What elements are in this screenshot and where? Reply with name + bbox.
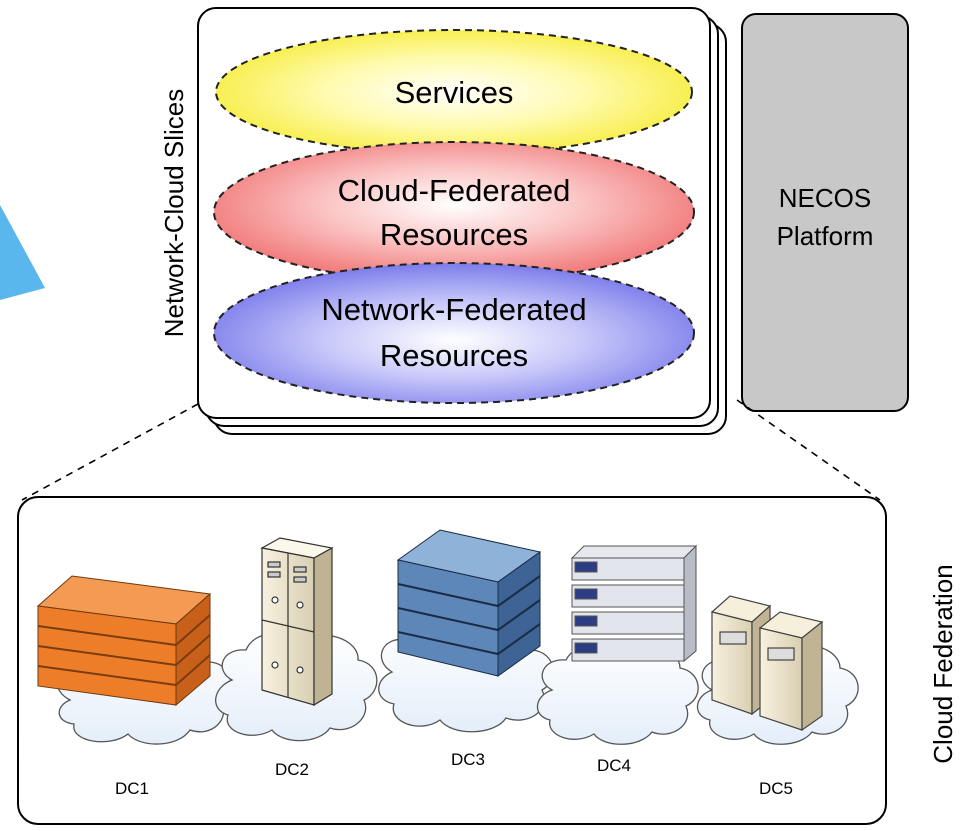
zoom-line-right: [736, 399, 881, 501]
dc5-label: DC5: [759, 779, 793, 798]
dc3-label: DC3: [451, 750, 485, 769]
necos-platform-box: NECOS Platform: [741, 13, 909, 412]
dc2-label: DC2: [275, 760, 309, 779]
blue-server-rack-icon: [396, 529, 542, 677]
services-layer: Services: [215, 29, 693, 155]
zoom-line-left: [21, 403, 199, 501]
network-switch-stack-icon: [570, 544, 698, 663]
cloud-federated-label-line1: Cloud-Federated: [338, 173, 571, 208]
platform-label-line2: Platform: [777, 221, 874, 251]
slices-side-label: Network-Cloud Slices: [159, 89, 189, 338]
federation-side-label: Cloud Federation: [928, 564, 958, 763]
dc4-label: DC4: [597, 756, 631, 775]
services-label: Services: [395, 75, 514, 110]
network-federated-label-line1: Network-Federated: [321, 292, 586, 327]
network-federated-label-line2: Resources: [380, 338, 528, 373]
cloud-federated-label-line2: Resources: [380, 217, 528, 252]
arrow-fragment: [0, 205, 45, 300]
orange-server-rack-icon: [36, 575, 212, 707]
platform-label-line1: NECOS: [779, 183, 871, 213]
tower-servers-icon: [260, 537, 334, 707]
cloud-federated-layer: Cloud-Federated Resources: [213, 141, 695, 283]
network-federated-layer: Network-Federated Resources: [213, 262, 695, 404]
mainframe-cabinets-icon: [710, 595, 824, 732]
dc1-label: DC1: [115, 779, 149, 798]
